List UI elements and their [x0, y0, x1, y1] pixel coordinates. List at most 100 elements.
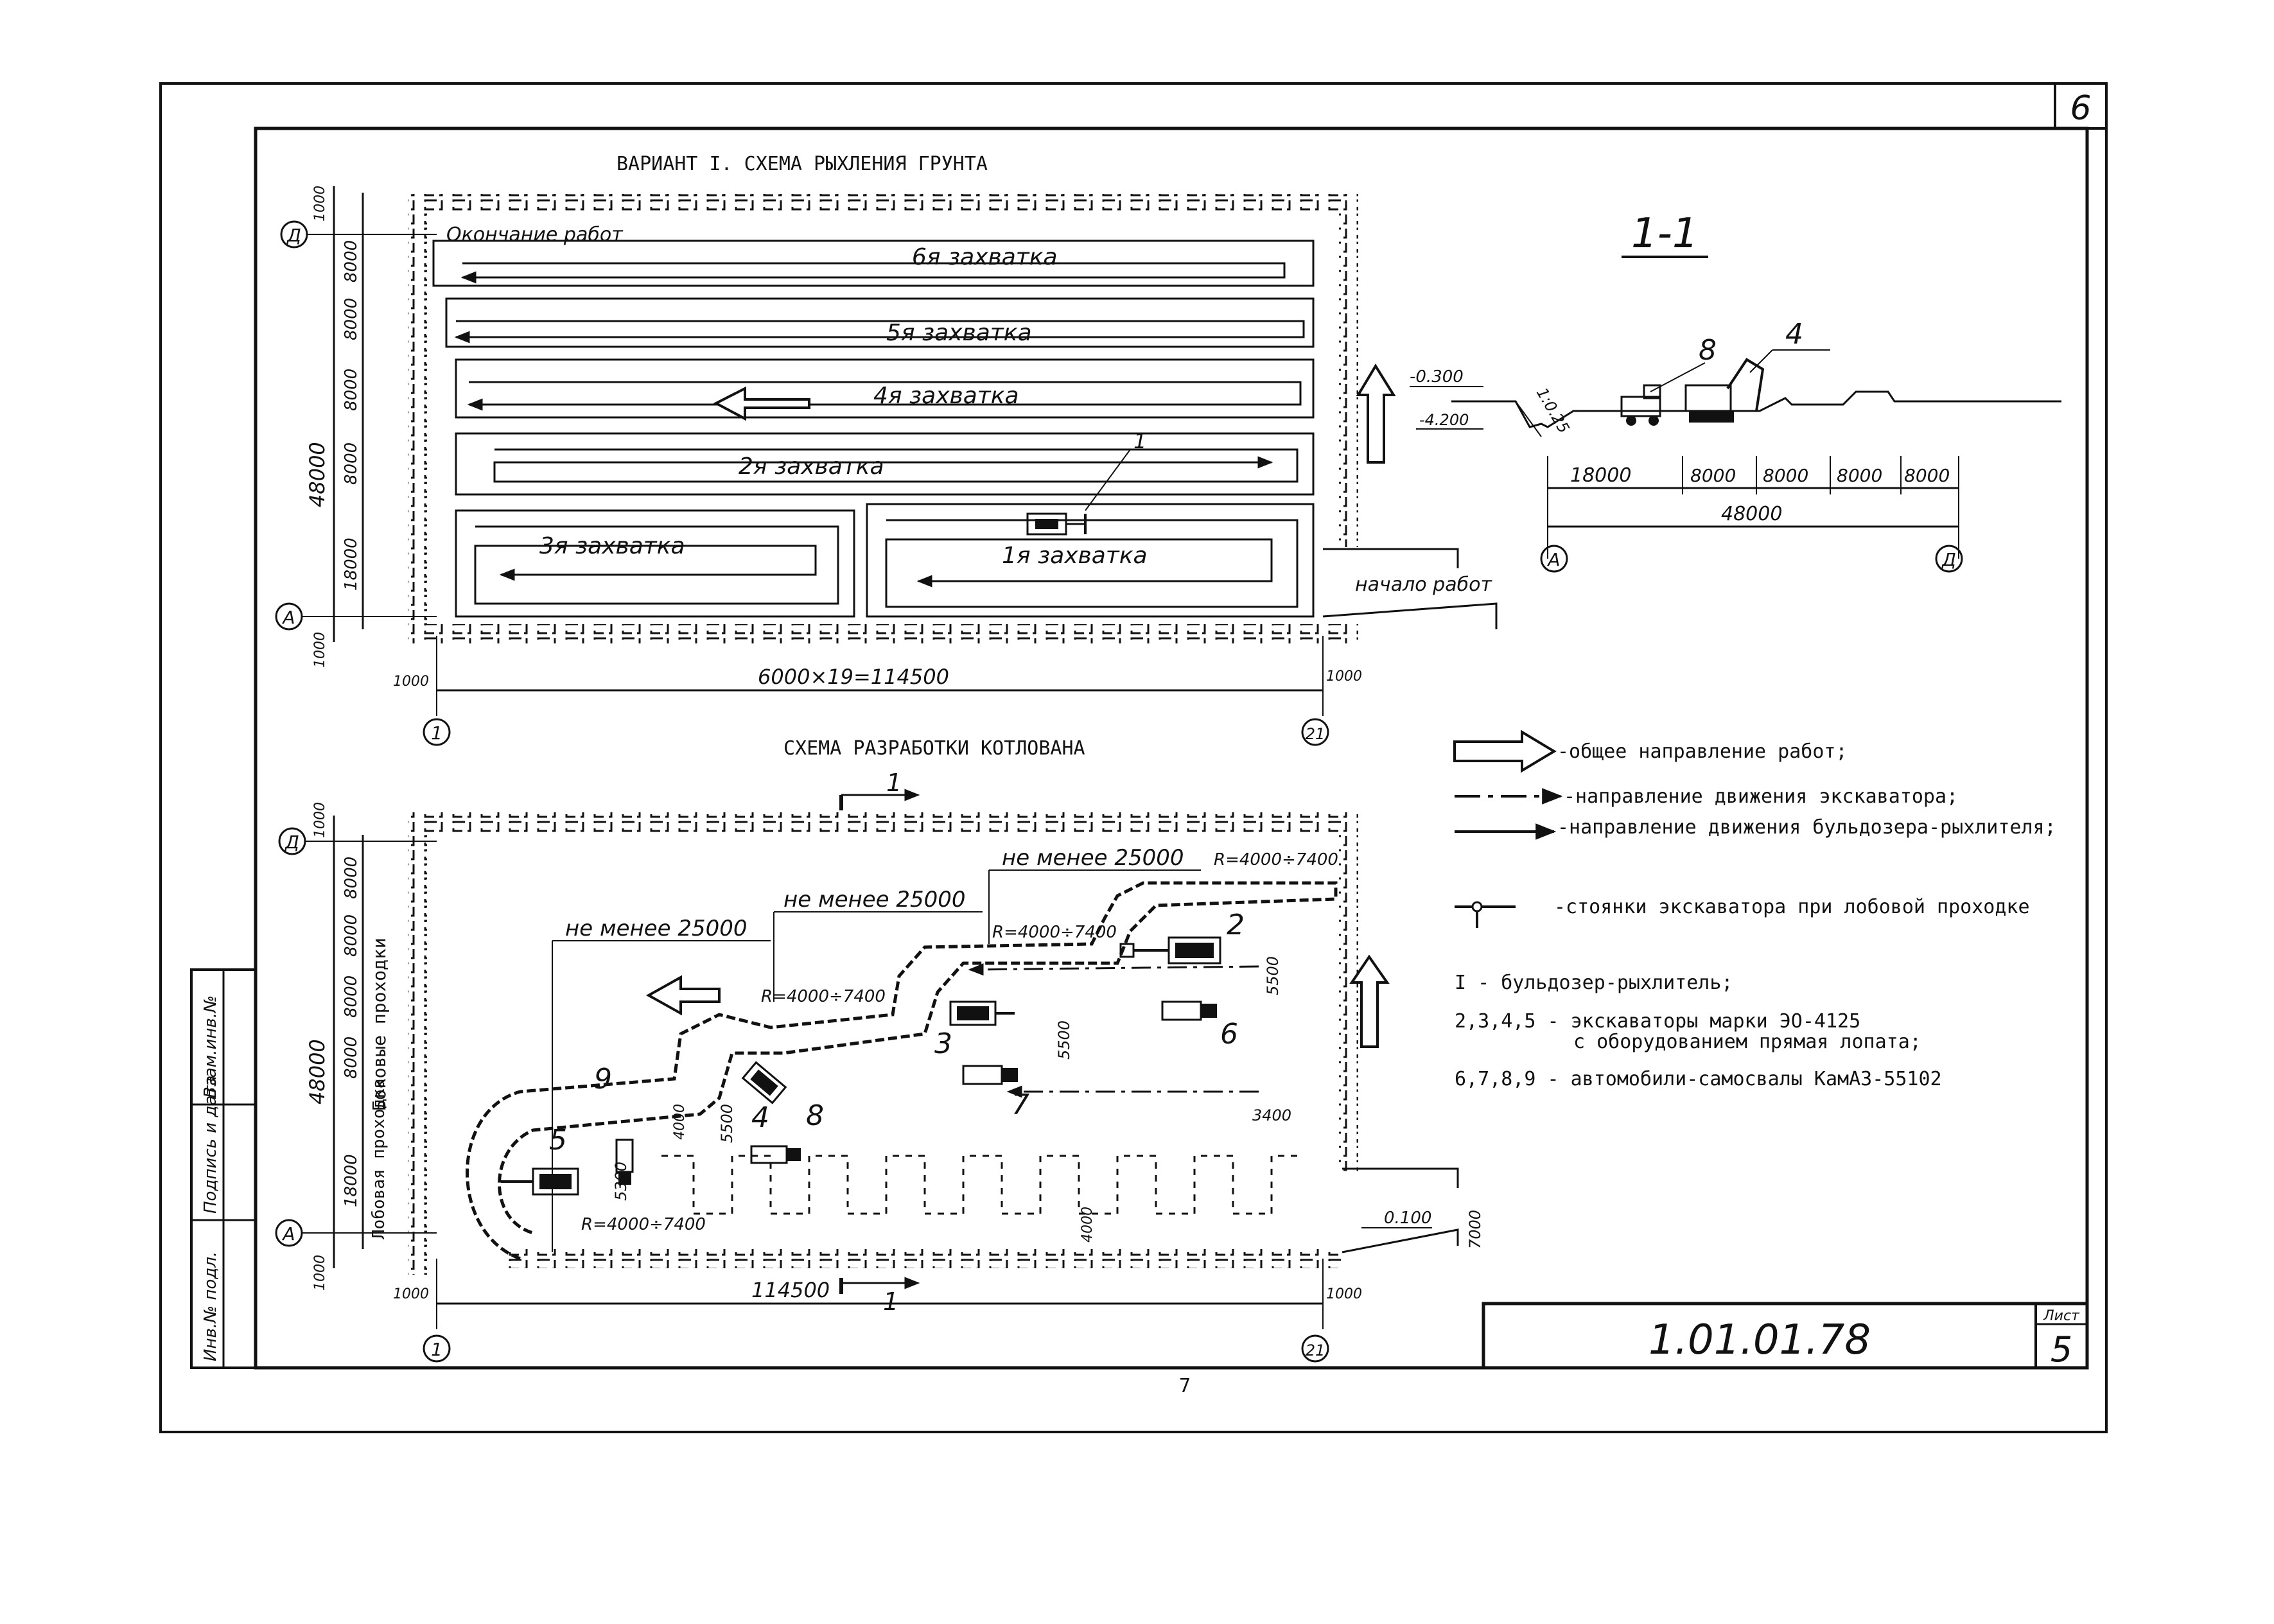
- machine-8: 8: [806, 1099, 824, 1132]
- p2-dim-length: 114500: [751, 1278, 830, 1302]
- p2-axis-right: 21: [1306, 1341, 1325, 1359]
- machine-3: 3: [934, 1027, 952, 1060]
- plan1-up-arrow: [1356, 363, 1396, 464]
- min-dist-2: не менее 25000: [783, 887, 966, 912]
- p2-dim-left: 1000: [393, 1286, 429, 1302]
- sheet-label: Лист: [2043, 1308, 2080, 1324]
- drawing-code: 1.01.01.78: [1649, 1316, 1871, 1364]
- band-4: [455, 358, 1315, 419]
- p2-axis-top: Д: [284, 832, 299, 853]
- plan1-border-right: [1339, 194, 1358, 547]
- inner-frame: [254, 127, 2089, 1370]
- p2-dim-row-2: 8000: [342, 914, 361, 957]
- plan2-border-bottom: [501, 1249, 1342, 1268]
- machine-7: 7: [1011, 1088, 1029, 1121]
- start-of-work: начало работ: [1355, 573, 1492, 596]
- dim-4000-b: 4000: [1080, 1207, 1096, 1243]
- radius-2: R=4000÷7400: [992, 923, 1117, 942]
- outer-frame: [159, 82, 2108, 1433]
- p2-dim-row-5: 18000: [342, 1154, 361, 1207]
- dim-3400: 3400: [1252, 1106, 1291, 1124]
- p1-dim-row-5: 18000: [342, 537, 361, 591]
- p2-dim-total: 48000: [305, 1039, 329, 1104]
- legend-item-2: -направление движения экскаватора;: [1564, 785, 1958, 808]
- p2-dim-bottom: 1000: [312, 1255, 328, 1291]
- p2-axis-bottom: А: [281, 1223, 295, 1244]
- section-marker-8: 8: [1699, 334, 1717, 367]
- sheet-number: 5: [2051, 1329, 2072, 1370]
- p2-dim-right: 1000: [1326, 1286, 1362, 1302]
- legend-hollow-arrow: [1453, 729, 1557, 773]
- corner-mark: 6: [2070, 89, 2091, 128]
- excavation-trench: [466, 881, 1338, 1261]
- dim-7000: 7000: [1466, 1210, 1484, 1249]
- truck-8: [750, 1145, 801, 1164]
- truck-7: [962, 1065, 1018, 1085]
- section-dim-1: 18000: [1570, 464, 1631, 487]
- plan2-border-left: [408, 812, 427, 1275]
- legend-item-3: -направление движения бульдозера-рыхлите…: [1557, 816, 2056, 839]
- p1-dim-left: 1000: [393, 674, 429, 690]
- bulldozer-1-label: 1: [1133, 429, 1146, 453]
- truck-9: [615, 1139, 634, 1185]
- section-truck: [1620, 384, 1661, 426]
- pass-6: 6я захватка: [912, 244, 1058, 270]
- bulldozer-1: 1: [1026, 429, 1146, 536]
- p1-axis-bottom: А: [281, 607, 295, 628]
- p2-dim-row-4: 8000: [342, 1036, 361, 1079]
- plan1-border-left: [408, 194, 427, 643]
- radius-4: R=4000÷7400: [581, 1215, 706, 1234]
- plan1-border-top: [408, 194, 1358, 213]
- level-top: -0.300: [1410, 367, 1464, 387]
- pass-4: 4я захватка: [873, 383, 1019, 409]
- pass-5: 5я захватка: [886, 320, 1032, 346]
- section-dim-3: 8000: [1763, 465, 1808, 486]
- legend-note-1: I - бульдозер-рыхлитель;: [1455, 972, 1733, 994]
- min-dist-3: не менее 25000: [1002, 845, 1184, 871]
- plan1: ВАРИАНТ I. СХЕМА РЫХЛЕНИЯ ГРУНТА 6я захв…: [275, 153, 1498, 746]
- excavator-2: [1119, 936, 1221, 965]
- stamp-inv: Инв.№ подл.: [201, 1252, 220, 1361]
- legend-note-2: 2,3,4,5 - экскаваторы марки ЭО-4125: [1455, 1010, 1860, 1033]
- p1-dim-row-1: 8000: [342, 240, 361, 283]
- front-pass-label: Лобовая проходка: [369, 1079, 389, 1239]
- section-dim-2: 8000: [1690, 465, 1736, 486]
- end-of-work: Окончание работ: [446, 223, 624, 246]
- plan1-border-bottom: [408, 624, 1358, 643]
- pass-1: 1я захватка: [1002, 543, 1148, 569]
- legend-note-3: с оборудованием прямая лопата;: [1573, 1031, 1921, 1053]
- section-dim-5: 8000: [1904, 465, 1950, 486]
- p1-dim-right: 1000: [1326, 668, 1362, 685]
- dim-4000-a: 4000: [672, 1104, 688, 1140]
- section-dim-total: 48000: [1721, 503, 1782, 525]
- p1-dim-total: 48000: [305, 442, 329, 507]
- excavator-4: [741, 1061, 787, 1104]
- dim-5300: 5300: [612, 1162, 630, 1201]
- plan2-title: СХЕМА РАЗРАБОТКИ КОТЛОВАНА: [783, 737, 1085, 760]
- corner-mark-box: [2054, 82, 2108, 130]
- p2-axis-left: 1: [431, 1339, 442, 1360]
- stamp-replace: Взам.инв.№: [201, 995, 220, 1098]
- radius-3: R=4000÷7400: [761, 987, 886, 1006]
- band-6: [432, 240, 1315, 287]
- plan1-title: ВАРИАНТ I. СХЕМА РЫХЛЕНИЯ ГРУНТА: [617, 153, 988, 175]
- level-bottom: -4.200: [1419, 411, 1469, 429]
- truck-6: [1161, 1000, 1217, 1021]
- legend-item-4: -стоянки экскаватора при лобовой проходк…: [1554, 896, 2030, 918]
- excavator-5: [501, 1167, 579, 1196]
- page-number: 7: [1179, 1375, 1191, 1397]
- level-0100: 0.100: [1384, 1209, 1431, 1228]
- slope-label: 1:0.25: [1533, 385, 1573, 437]
- p1-dim-length: 6000×19=114500: [758, 665, 949, 689]
- p1-axis-left: 1: [431, 722, 442, 744]
- band-2: [455, 432, 1315, 496]
- dim-5500-a: 5500: [1264, 956, 1282, 995]
- side-stamp: Инв.№ подл. Подпись и дата Взам.инв.№: [190, 968, 257, 1369]
- p1-dim-bottom: 1000: [312, 632, 328, 668]
- excavator-3: [949, 1000, 1015, 1026]
- machine-9: 9: [594, 1063, 612, 1096]
- pass-3: 3я захватка: [539, 533, 685, 559]
- plan2-up-arrow: [1349, 954, 1390, 1048]
- legend-note-4: 6,7,8,9 - автомобили-самосвалы КамАЗ-551…: [1455, 1068, 1942, 1090]
